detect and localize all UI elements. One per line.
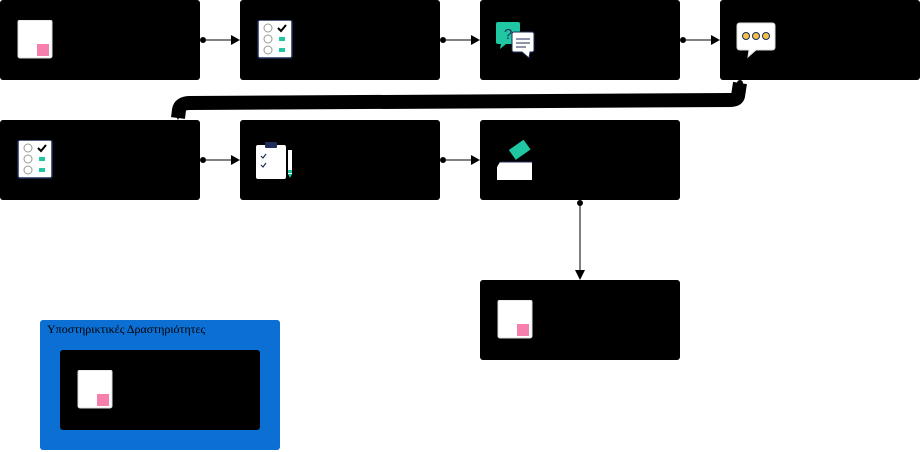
edge-n2-n3 (440, 35, 480, 45)
node-8[interactable] (480, 280, 680, 360)
speech-bubble-icon (736, 20, 776, 60)
edge-n6-n7 (440, 155, 480, 165)
document-icon (496, 300, 536, 340)
node-3[interactable]: ? (480, 0, 680, 80)
node-1[interactable] (0, 0, 200, 80)
edge-n4-n5 (171, 80, 747, 120)
node-2[interactable] (240, 0, 440, 80)
checklist-icon (256, 20, 296, 60)
edge-n3-n4 (680, 35, 720, 45)
support-activities-group: Υποστηρικτικές Δραστηριότητες (40, 320, 280, 450)
document-icon (16, 20, 56, 60)
document-icon (76, 370, 116, 410)
group-title: Υποστηρικτικές Δραστηριότητες (47, 322, 206, 336)
node-5[interactable] (0, 120, 200, 200)
checklist-icon (16, 140, 56, 180)
edge-n7-n8 (575, 200, 585, 280)
svg-text:?: ? (504, 26, 512, 43)
edge-n1-n2 (200, 35, 240, 45)
ballot-box-icon (496, 140, 536, 180)
question-chat-icon: ? (496, 22, 536, 62)
node-6[interactable] (240, 120, 440, 200)
node-9[interactable] (60, 350, 260, 430)
edge-n5-n6 (200, 155, 240, 165)
clipboard-pencil-icon (256, 140, 296, 180)
node-4[interactable] (720, 0, 920, 80)
node-7[interactable] (480, 120, 680, 200)
